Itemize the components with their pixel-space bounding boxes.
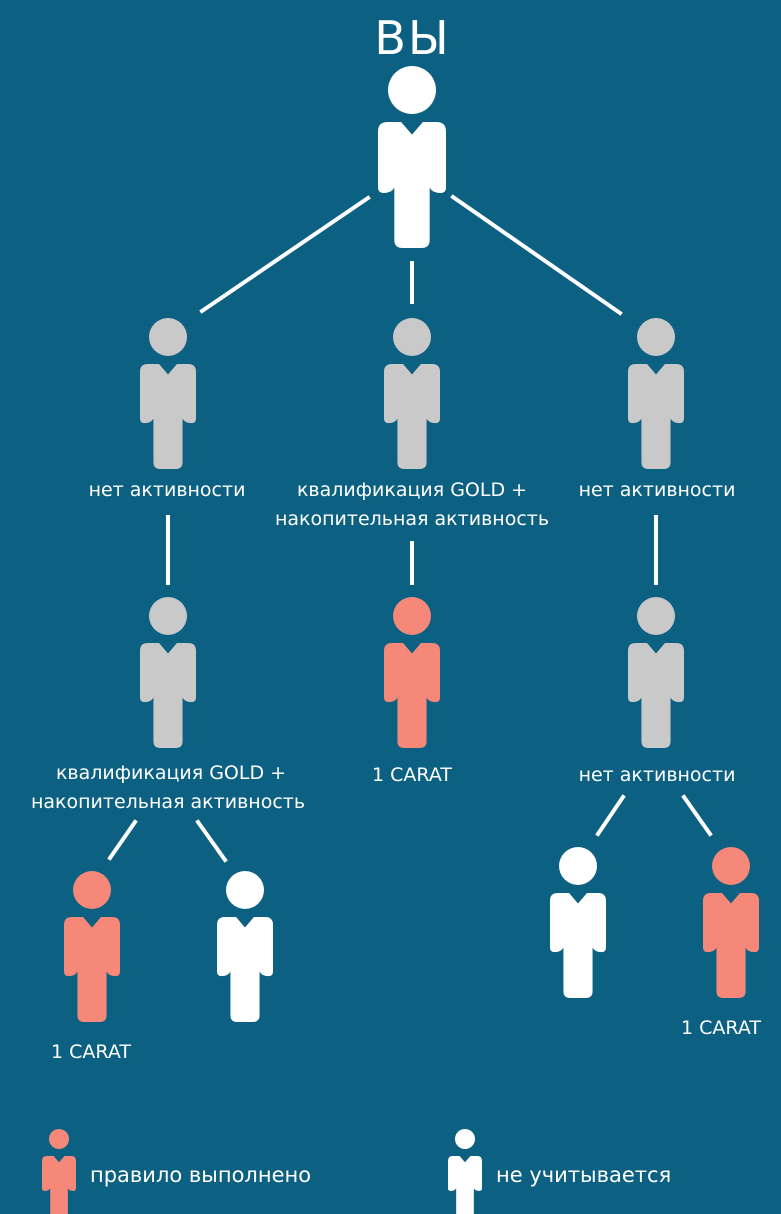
person-collar [84,917,100,926]
legend-ignored-label: не учитывается [496,1163,672,1187]
connector-l2right-a [595,794,626,837]
person-head [393,318,431,356]
person-body [628,643,684,748]
person-level2-right [628,597,684,748]
person-head [637,318,675,356]
person-body [64,917,120,1022]
legend-fulfilled-label: правило выполнено [90,1163,312,1187]
person-collar [237,917,253,926]
person-icon [448,1129,482,1214]
connector-root-right [450,194,623,316]
person-icon [140,318,196,469]
label-level2-left-line1: квалификация GOLD + [55,762,287,784]
person-icon [384,318,440,469]
label-level1-right: нет активности [578,479,736,501]
person-collar [403,122,421,133]
person-body [448,1156,482,1214]
person-icon [64,871,120,1022]
person-head [393,597,431,635]
person-collar [570,893,586,902]
person-icon [550,847,606,998]
person-body [703,893,759,998]
person-icon [140,597,196,748]
person-body [628,364,684,469]
person-head [388,66,436,114]
label-level3-rightright: 1 CARAT [681,1017,761,1039]
connector-l2left-b [195,819,228,863]
person-level3-c [550,847,606,998]
connector-l2right-b [681,794,713,837]
person-collar [404,364,420,373]
person-body [384,643,440,748]
person-level2-left [140,597,196,748]
label-level2-left-line2: накопительная активность [30,791,306,813]
person-icon [703,847,759,998]
connector-l2left-a [107,819,138,861]
person-collar [160,643,176,652]
person-body [384,364,440,469]
person-level3-d [703,847,759,998]
connector-lines [107,194,713,863]
person-head [226,871,264,909]
person-root [378,66,446,248]
person-head [49,1129,69,1149]
person-icon [384,597,440,748]
label-level3-leftleft: 1 CARAT [51,1041,131,1063]
label-level1-mid-line1: квалификация GOLD + [296,479,528,501]
page-title: ВЫ [374,11,451,65]
person-collar [404,643,420,652]
person-level3-b [217,871,273,1022]
label-level2-mid: 1 CARAT [372,764,452,786]
person-collar [160,364,176,373]
person-icon [217,871,273,1022]
person-icon [378,66,446,248]
person-body [140,643,196,748]
person-collar [648,364,664,373]
label-level2-right: нет активности [578,764,736,786]
person-collar [723,893,739,902]
person-collar [648,643,664,652]
person-level2-mid [384,597,440,748]
connector-root-left [199,195,371,314]
person-head [149,597,187,635]
person-body [140,364,196,469]
person-level3-a [64,871,120,1022]
label-level1-left: нет активности [88,479,246,501]
person-level1-left [140,318,196,469]
label-level1-mid-line2: накопительная активность [274,508,550,530]
person-body [550,893,606,998]
person-collar [54,1156,64,1162]
person-icon [42,1129,76,1214]
legend-ignored-icon [448,1129,482,1214]
person-head [637,597,675,635]
person-head [149,318,187,356]
person-level1-right [628,318,684,469]
person-body [378,122,446,248]
person-head [712,847,750,885]
person-level1-mid [384,318,440,469]
person-body [217,917,273,1022]
person-icon [628,597,684,748]
person-head [73,871,111,909]
person-head [559,847,597,885]
person-collar [460,1156,470,1162]
legend-fulfilled-icon [42,1129,76,1214]
person-head [455,1129,475,1149]
person-icon [628,318,684,469]
person-body [42,1156,76,1214]
